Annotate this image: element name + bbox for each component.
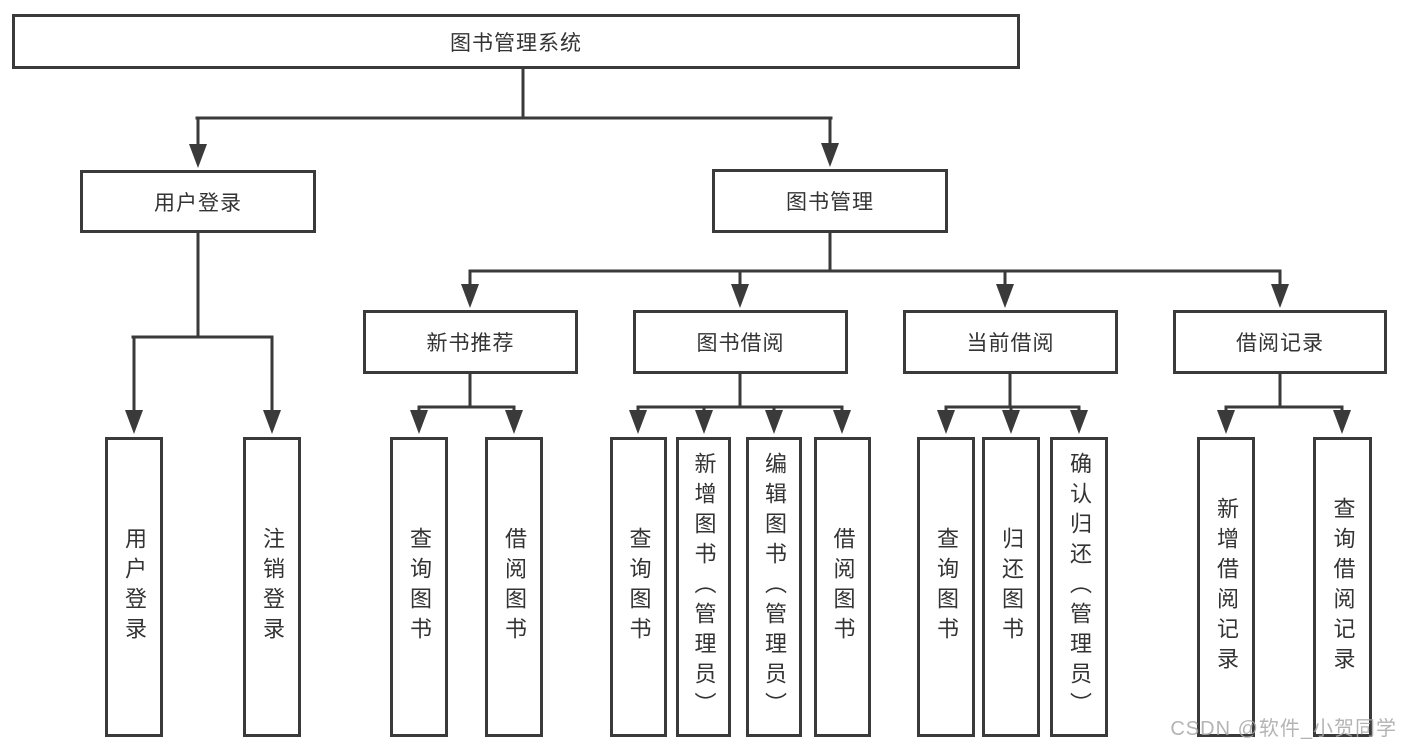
arrowhead <box>695 410 713 434</box>
arrowhead <box>263 410 281 434</box>
arrowhead <box>937 410 955 434</box>
node-new-book-recommend: 新书推荐 <box>363 310 578 374</box>
node-label: 借阅图书 <box>830 527 856 647</box>
node-label: 归还图书 <box>999 527 1024 647</box>
arrowhead <box>1333 410 1351 434</box>
node-confirm-return-admin: 确认归还（管理员） <box>1050 437 1108 737</box>
arrowhead <box>629 410 647 434</box>
arrowhead <box>821 143 839 167</box>
node-query-book-current: 查询图书 <box>917 437 975 737</box>
node-label: 新书推荐 <box>426 332 515 355</box>
node-label: 新增图书（管理员） <box>691 452 717 722</box>
node-add-borrow-record: 新增借阅记录 <box>1197 437 1255 737</box>
arrowhead <box>1217 410 1235 434</box>
node-library-system: 图书管理系统 <box>12 14 1020 69</box>
node-label: 查询图书 <box>934 527 959 647</box>
csdn-watermark: CSDN @软件_小贺同学 <box>1170 718 1397 740</box>
node-query-book-borrow: 查询图书 <box>610 437 667 737</box>
arrowhead <box>765 410 783 434</box>
node-label: 图书管理 <box>786 191 874 214</box>
node-borrow-book-recommend: 借阅图书 <box>485 437 543 737</box>
node-label: 确认归还（管理员） <box>1067 452 1092 722</box>
node-edit-book-admin: 编辑图书（管理员） <box>746 437 802 737</box>
arrowhead <box>189 144 207 168</box>
node-label: 查询图书 <box>407 527 432 647</box>
node-borrow-records: 借阅记录 <box>1173 310 1387 374</box>
node-book-management: 图书管理 <box>712 169 948 233</box>
arrowhead <box>731 284 749 308</box>
node-book-borrow: 图书借阅 <box>633 310 848 374</box>
node-query-book-recommend: 查询图书 <box>390 437 448 737</box>
node-label: 新增借阅记录 <box>1214 497 1239 677</box>
node-label: 当前借阅 <box>966 332 1055 355</box>
node-label: 用户登录 <box>154 191 242 215</box>
node-logout: 注销登录 <box>243 437 301 737</box>
node-user-login: 用户登录 <box>105 437 163 737</box>
node-label: 借阅图书 <box>502 527 527 647</box>
arrowhead <box>125 410 143 434</box>
node-label: 借阅记录 <box>1236 332 1324 355</box>
node-label: 图书管理系统 <box>450 31 582 55</box>
node-label: 编辑图书（管理员） <box>762 452 787 722</box>
node-label: 查询借阅记录 <box>1330 497 1356 677</box>
node-label: 注销登录 <box>260 527 285 647</box>
node-label: 查询图书 <box>626 527 652 647</box>
arrowhead <box>1002 410 1020 434</box>
node-user-login-group: 用户登录 <box>80 170 316 233</box>
arrowhead <box>833 410 851 434</box>
node-current-borrow: 当前借阅 <box>903 310 1118 374</box>
arrowhead <box>505 410 523 434</box>
node-query-borrow-record: 查询借阅记录 <box>1313 437 1372 737</box>
node-add-book-admin: 新增图书（管理员） <box>676 437 731 737</box>
node-borrow-book: 借阅图书 <box>814 437 871 737</box>
node-label: 图书借阅 <box>696 332 785 355</box>
arrowhead <box>461 284 479 308</box>
node-label: 用户登录 <box>122 527 147 647</box>
arrowhead <box>1271 284 1289 308</box>
arrowhead <box>996 284 1014 308</box>
connector-path <box>131 66 1344 414</box>
arrowhead <box>1070 410 1088 434</box>
arrowhead <box>410 410 428 434</box>
node-return-book: 归还图书 <box>982 437 1040 737</box>
